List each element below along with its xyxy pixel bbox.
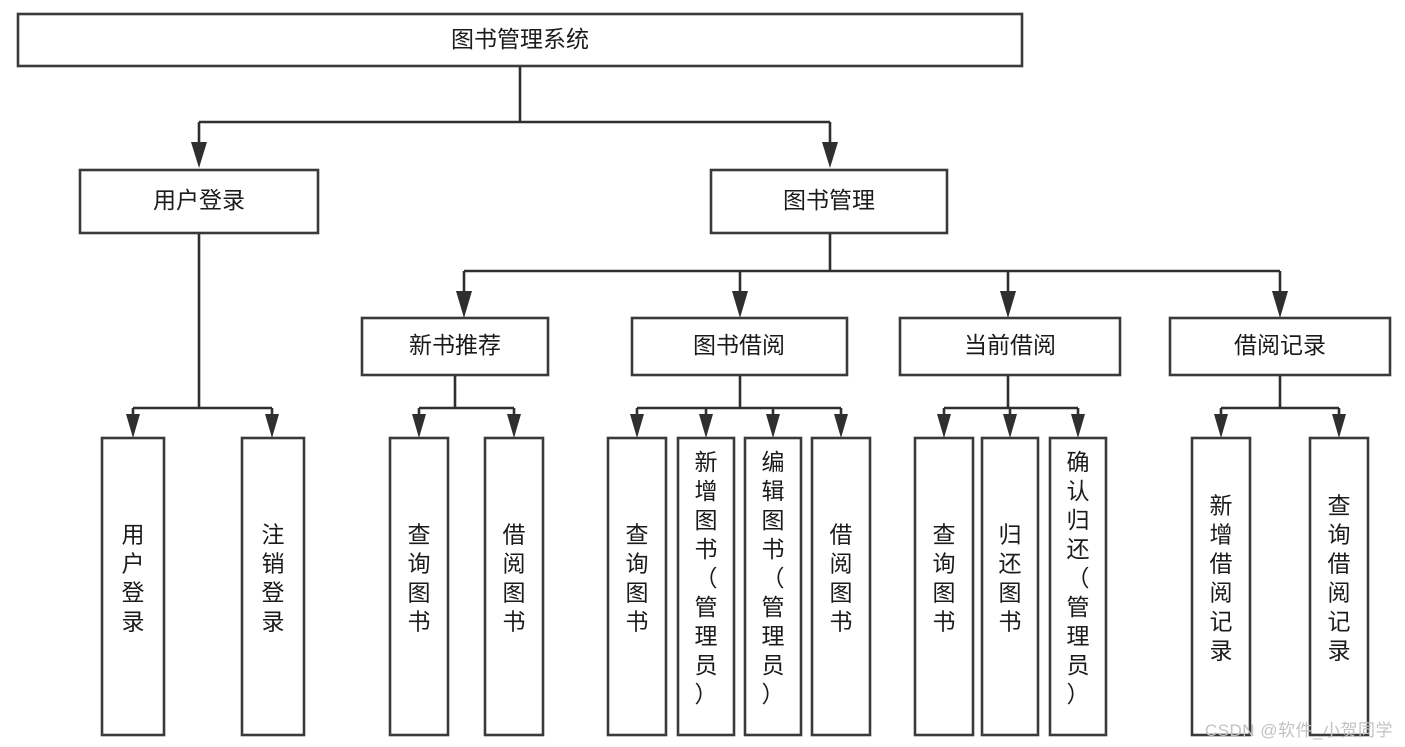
node-current-borrow-label: 当前借阅	[964, 332, 1056, 358]
node-borrow-record[interactable]: 借阅记录	[1168, 316, 1392, 377]
arrow-head-leaf-query-book-1	[412, 414, 426, 438]
node-leaf-confirm-return-label: 确认归还（管理员）	[1067, 449, 1090, 707]
node-leaf-borrow-book-2[interactable]: 借阅图书	[810, 436, 872, 737]
node-leaf-add-record-box[interactable]	[1190, 436, 1252, 737]
node-current-borrow-box[interactable]	[898, 316, 1122, 377]
node-leaf-query-record-label: 查询借阅记录	[1328, 493, 1351, 664]
arrow-head-new-book-recommend	[456, 291, 472, 318]
node-leaf-edit-book-label: 编辑图书（管理员）	[762, 449, 785, 707]
arrow-head-leaf-query-book-2	[630, 414, 644, 438]
node-leaf-query-book-1-label: 查询图书	[408, 522, 431, 635]
node-leaf-query-record-box[interactable]	[1308, 436, 1370, 737]
node-leaf-add-book-box[interactable]	[676, 436, 736, 737]
node-leaf-query-book-1-box[interactable]	[388, 436, 450, 737]
node-leaf-confirm-return-box[interactable]	[1048, 436, 1108, 737]
arrow-head-leaf-logout	[265, 414, 279, 438]
arrow-head-leaf-edit-book	[766, 414, 780, 438]
arrow-head-book-manage	[822, 142, 838, 168]
node-borrow-record-label: 借阅记录	[1234, 332, 1326, 358]
node-leaf-logout-box[interactable]	[240, 436, 306, 737]
node-leaf-query-book-2-label: 查询图书	[626, 522, 649, 635]
node-leaf-edit-book[interactable]: 编辑图书（管理员）	[743, 436, 803, 737]
connector-layer	[126, 66, 1346, 438]
node-new-book-recommend-label: 新书推荐	[409, 332, 501, 358]
node-leaf-query-book-1[interactable]: 查询图书	[388, 436, 450, 737]
node-leaf-add-record[interactable]: 新增借阅记录	[1190, 436, 1252, 737]
node-leaf-borrow-book-2-label: 借阅图书	[830, 522, 853, 635]
node-leaf-query-book-3[interactable]: 查询图书	[913, 436, 975, 737]
arrow-head-leaf-query-book-3	[937, 414, 951, 438]
arrow-head-current-borrow	[1000, 291, 1016, 318]
node-new-book-recommend-box[interactable]	[360, 316, 550, 377]
node-leaf-add-record-label: 新增借阅记录	[1210, 493, 1233, 664]
arrow-head-leaf-add-book	[699, 414, 713, 438]
node-leaf-borrow-book-1-box[interactable]	[483, 436, 545, 737]
node-new-book-recommend[interactable]: 新书推荐	[360, 316, 550, 377]
node-leaf-logout-label: 注销登录	[262, 522, 285, 635]
arrow-head-borrow-record	[1272, 291, 1288, 318]
arrow-head-book-borrow	[732, 291, 748, 318]
arrow-head-user-login	[191, 142, 207, 168]
arrow-head-leaf-add-record	[1214, 414, 1228, 438]
watermark: CSDN @软件_小贺同学	[1204, 721, 1393, 740]
node-book-manage-box[interactable]	[709, 168, 949, 235]
node-leaf-return-book[interactable]: 归还图书	[980, 436, 1040, 737]
node-book-manage-label: 图书管理	[783, 187, 875, 213]
node-leaf-add-book-label: 新增图书（管理员）	[695, 449, 718, 707]
node-leaf-confirm-return[interactable]: 确认归还（管理员）	[1048, 436, 1108, 737]
node-leaf-user-login-box[interactable]	[100, 436, 166, 737]
node-user-login[interactable]: 用户登录	[78, 168, 320, 235]
node-book-borrow-box[interactable]	[630, 316, 849, 377]
node-leaf-query-book-3-box[interactable]	[913, 436, 975, 737]
node-book-borrow[interactable]: 图书借阅	[630, 316, 849, 377]
node-leaf-user-login[interactable]: 用户登录	[100, 436, 166, 737]
node-user-login-box[interactable]	[78, 168, 320, 235]
node-book-manage[interactable]: 图书管理	[709, 168, 949, 235]
node-root-label: 图书管理系统	[451, 26, 589, 52]
node-current-borrow[interactable]: 当前借阅	[898, 316, 1122, 377]
node-leaf-return-book-label: 归还图书	[999, 522, 1022, 635]
arrow-head-leaf-user-login	[126, 414, 140, 438]
node-borrow-record-box[interactable]	[1168, 316, 1392, 377]
node-leaf-query-book-2-box[interactable]	[606, 436, 668, 737]
node-leaf-add-book[interactable]: 新增图书（管理员）	[676, 436, 736, 737]
node-leaf-query-book-2[interactable]: 查询图书	[606, 436, 668, 737]
node-user-login-label: 用户登录	[153, 187, 245, 213]
arrow-head-leaf-confirm-return	[1071, 414, 1085, 438]
arrow-head-leaf-return-book	[1003, 414, 1017, 438]
node-leaf-borrow-book-1-label: 借阅图书	[503, 522, 526, 635]
arrow-head-leaf-borrow-book-1	[507, 414, 521, 438]
node-leaf-query-record[interactable]: 查询借阅记录	[1308, 436, 1370, 737]
arrow-head-leaf-query-record	[1332, 414, 1346, 438]
node-leaf-borrow-book-2-box[interactable]	[810, 436, 872, 737]
node-leaf-borrow-book-1[interactable]: 借阅图书	[483, 436, 545, 737]
node-root-box[interactable]	[16, 12, 1024, 68]
node-leaf-return-book-box[interactable]	[980, 436, 1040, 737]
node-book-borrow-label: 图书借阅	[693, 332, 785, 358]
arrow-head-leaf-borrow-book-2	[834, 414, 848, 438]
node-leaf-query-book-3-label: 查询图书	[933, 522, 956, 635]
node-leaf-logout[interactable]: 注销登录	[240, 436, 306, 737]
node-leaf-user-login-label: 用户登录	[122, 522, 145, 635]
node-leaf-edit-book-box[interactable]	[743, 436, 803, 737]
node-root[interactable]: 图书管理系统	[16, 12, 1024, 68]
leaf-layer: 用户登录 注销登录 查询图书 借阅图书 查询图书 新增图书（管理员） 编辑图书（…	[100, 436, 1370, 737]
